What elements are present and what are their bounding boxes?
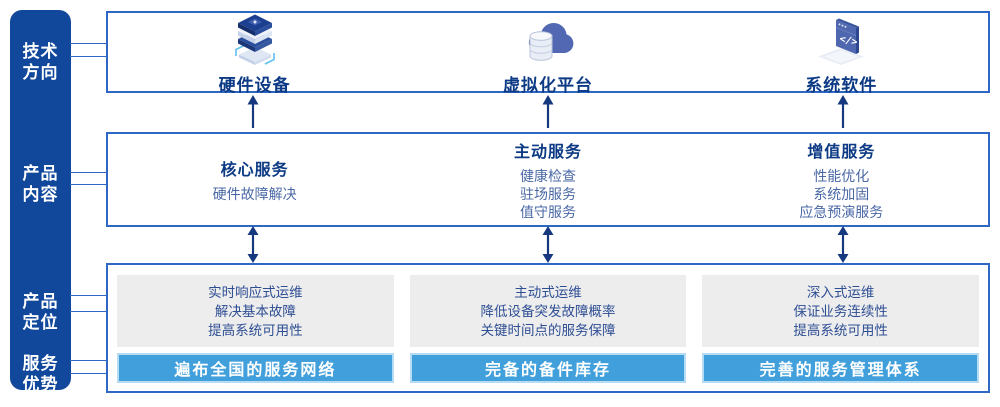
- sidebar: 技术 方向 产品 内容 产品 定位 服务 优势: [10, 10, 71, 394]
- service-column-line: 系统加固: [813, 186, 870, 202]
- double-arrow-icon: [836, 226, 850, 263]
- up-arrow-icon: [836, 95, 850, 128]
- double-arrow-icon: [246, 226, 260, 263]
- sidebar-label-product-content: 产品 内容: [10, 163, 71, 205]
- positioning-line: 提高系统可用性: [208, 322, 303, 338]
- sidebar-label-line: 定位: [22, 313, 59, 332]
- positioning-line: 解决基本故障: [214, 303, 296, 319]
- service-column-title: 主动服务: [513, 144, 582, 161]
- connector-line: [70, 56, 107, 57]
- up-arrow-icon: [541, 95, 555, 128]
- positioning-line: 深入式运维: [806, 284, 875, 300]
- service-column-line: 应急预演服务: [799, 204, 884, 220]
- product-positioning-box: 实时响应式运维 解决基本故障 提高系统可用性 遍布全国的服务网络 主动式运维 降…: [106, 263, 990, 393]
- bottom-column-realtime: 实时响应式运维 解决基本故障 提高系统可用性 遍布全国的服务网络: [117, 275, 394, 384]
- service-column-proactive: 主动服务 健康检查 驻场服务 值守服务: [401, 134, 694, 225]
- positioning-panel: 深入式运维 保证业务连续性 提高系统可用性: [702, 275, 980, 347]
- connector-line: [70, 184, 107, 185]
- connector-line: [70, 311, 107, 312]
- sidebar-label-line: 方向: [22, 63, 59, 82]
- advantage-banner: 完善的服务管理体系: [702, 353, 980, 383]
- double-arrow-icon: [541, 226, 555, 263]
- sidebar-label-line: 产品: [22, 292, 59, 311]
- connector-line: [70, 43, 107, 44]
- positioning-panel: 主动式运维 降低设备突发故障概率 关键时间点的服务保障: [409, 275, 687, 347]
- sidebar-label-line: 产品: [22, 164, 59, 183]
- tech-item-label: 系统软件: [805, 76, 878, 95]
- tech-item-virtualization: 虚拟化平台: [401, 11, 694, 95]
- advantage-banner: 完备的备件库存: [409, 353, 687, 383]
- tech-item-hardware: 硬件设备: [108, 11, 401, 95]
- tech-item-system-software: </> 系统软件: [695, 11, 988, 95]
- service-column-line: 值守服务: [519, 204, 576, 220]
- service-column-value-added: 增值服务 性能优化 系统加固 应急预演服务: [695, 134, 988, 225]
- tech-direction-box: 硬件设备 虚拟化平台: [106, 11, 990, 95]
- sidebar-label-line: 内容: [22, 185, 59, 204]
- bottom-column-deep: 深入式运维 保证业务连续性 提高系统可用性 完善的服务管理体系: [702, 275, 980, 384]
- connector-line: [70, 295, 107, 296]
- svg-text:</>: </>: [839, 34, 859, 49]
- positioning-line: 保证业务连续性: [793, 303, 888, 319]
- service-column-core: 核心服务 硬件故障解决: [108, 134, 401, 225]
- sidebar-label-line: 优势: [22, 375, 59, 394]
- service-column-line: 硬件故障解决: [212, 186, 297, 202]
- connector-line: [70, 373, 107, 374]
- connector-line: [70, 360, 107, 361]
- tech-item-label: 虚拟化平台: [502, 76, 593, 95]
- sidebar-label-line: 服务: [22, 354, 59, 373]
- connector-line: [70, 172, 107, 173]
- advantage-banner: 遍布全国的服务网络: [117, 353, 394, 383]
- sidebar-label-product-positioning: 产品 定位: [10, 291, 71, 333]
- tech-item-label: 硬件设备: [218, 76, 291, 95]
- sidebar-label-service-advantage: 服务 优势: [10, 353, 71, 395]
- up-arrow-icon: [246, 95, 260, 128]
- code-window-icon: </>: [812, 11, 870, 70]
- positioning-panel: 实时响应式运维 解决基本故障 提高系统可用性: [117, 275, 394, 347]
- positioning-line: 关键时间点的服务保障: [480, 322, 616, 338]
- sidebar-label-line: 技术: [22, 42, 59, 61]
- positioning-line: 主动式运维: [514, 284, 582, 300]
- service-column-line: 健康检查: [519, 168, 576, 184]
- sidebar-label-tech-direction: 技术 方向: [10, 41, 71, 83]
- product-content-box: 核心服务 硬件故障解决 主动服务 健康检查 驻场服务 值守服务 增值服务 性能优…: [106, 132, 990, 227]
- cloud-database-icon: [519, 11, 577, 70]
- service-column-title: 增值服务: [807, 144, 876, 161]
- positioning-line: 降低设备突发故障概率: [480, 303, 616, 319]
- positioning-line: 实时响应式运维: [208, 284, 303, 300]
- service-column-title: 核心服务: [220, 162, 289, 179]
- service-column-line: 性能优化: [813, 168, 870, 184]
- server-stack-icon: [226, 11, 284, 70]
- bottom-column-proactive: 主动式运维 降低设备突发故障概率 关键时间点的服务保障 完备的备件库存: [409, 275, 687, 384]
- service-column-line: 驻场服务: [519, 186, 576, 202]
- positioning-line: 提高系统可用性: [793, 322, 888, 338]
